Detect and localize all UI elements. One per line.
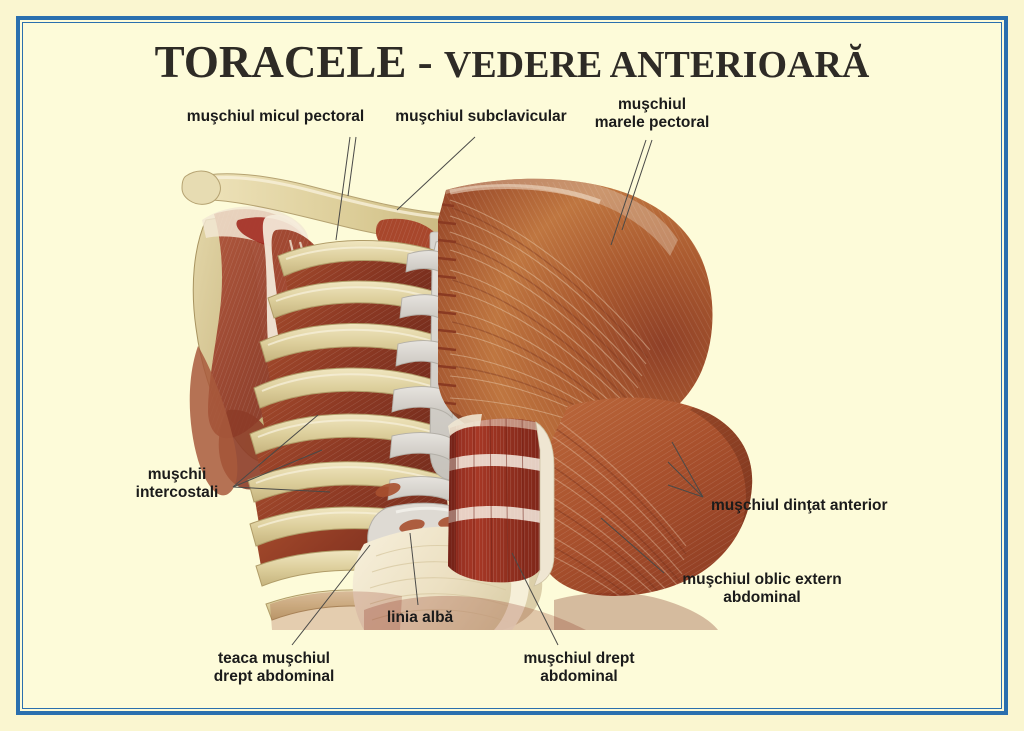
label-drept-abdominal[interactable]: muşchiul drept abdominal: [523, 650, 635, 685]
label-subclavicular[interactable]: muşchiul subclavicular: [395, 108, 567, 125]
page-title: TORACELE - VEDERE ANTERIOARĂ: [0, 36, 1024, 88]
label-intercostali[interactable]: muşchii intercostali: [135, 466, 219, 501]
label-marele-pectoral[interactable]: muşchiul marele pectoral: [594, 96, 710, 131]
label-dintat-anterior[interactable]: muşchiul dinţat anterior: [711, 497, 888, 514]
title-main: TORACELE: [154, 37, 407, 87]
anatomy-illustration: [150, 160, 770, 630]
label-teaca-drept-abdominal[interactable]: teaca muşchiul drept abdominal: [213, 650, 335, 685]
title-separator: -: [406, 37, 444, 87]
label-linia-alba[interactable]: linia albă: [386, 609, 454, 626]
label-oblic-extern[interactable]: muşchiul oblic extern abdominal: [682, 571, 842, 606]
rectus-abdominis: [448, 414, 555, 587]
label-micul-pectoral[interactable]: muşchiul micul pectoral: [186, 108, 365, 125]
title-rest: VEDERE ANTERIOARĂ: [443, 44, 870, 86]
